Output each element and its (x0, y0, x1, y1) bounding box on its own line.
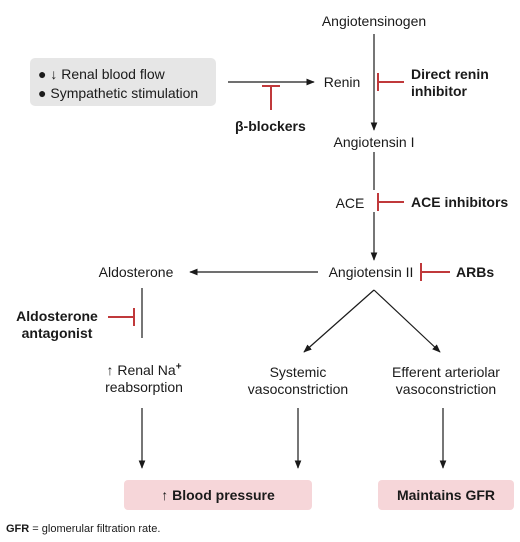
drug-direct-renin-inhibitor: Direct renin inhibitor (411, 66, 489, 99)
ace-inhibition-symbol (377, 193, 404, 211)
stimulus-renal-blood-flow: ● ↓ Renal blood flow (38, 66, 165, 82)
direct-renin-inhibition-symbol (377, 73, 404, 91)
drug-beta-blockers: β-blockers (235, 118, 306, 134)
stimulus-sympathetic: ● Sympathetic stimulation (38, 85, 199, 101)
drug-arbs: ARBs (456, 264, 495, 280)
arrow-to-systemic (303, 289, 375, 353)
up-arrow-icon: ↑ (106, 362, 114, 378)
node-aldosterone: Aldosterone (98, 264, 174, 280)
footnote: GFR = glomerular filtration rate. (6, 523, 161, 535)
node-renal-na-reabsorption: ↑ Renal Na+ reabsorption (72, 362, 216, 396)
outcome-blood-pressure: ↑ Blood pressure (124, 480, 312, 510)
beta-blocker-inhibition-symbol (262, 85, 280, 110)
arrow-to-efferent (373, 289, 441, 353)
node-renin: Renin (323, 74, 361, 90)
bullet: ● (38, 66, 47, 82)
drug-aldosterone-antagonist: Aldosterone antagonist (16, 308, 98, 341)
node-ace: ACE (335, 195, 365, 211)
node-systemic-vasoconstriction: Systemic vasoconstriction (247, 364, 349, 397)
bullet: ● (38, 85, 47, 101)
node-efferent-vasoconstriction: Efferent arteriolar vasoconstriction (392, 364, 500, 397)
aldosterone-antagonist-inhibition-symbol (108, 308, 135, 326)
stimuli-box: ● ↓ Renal blood flow ● Sympathetic stimu… (30, 58, 216, 106)
outcome-maintains-gfr: Maintains GFR (378, 480, 514, 510)
drug-ace-inhibitors: ACE inhibitors (411, 194, 509, 210)
arb-inhibition-symbol (420, 263, 450, 281)
node-angiotensinogen: Angiotensinogen (321, 13, 427, 29)
up-arrow-icon: ↑ (161, 487, 169, 503)
node-angiotensin-i: Angiotensin I (333, 134, 415, 150)
renal-na-line1: ↑ Renal Na+ (106, 361, 182, 378)
node-angiotensin-ii: Angiotensin II (328, 264, 414, 280)
